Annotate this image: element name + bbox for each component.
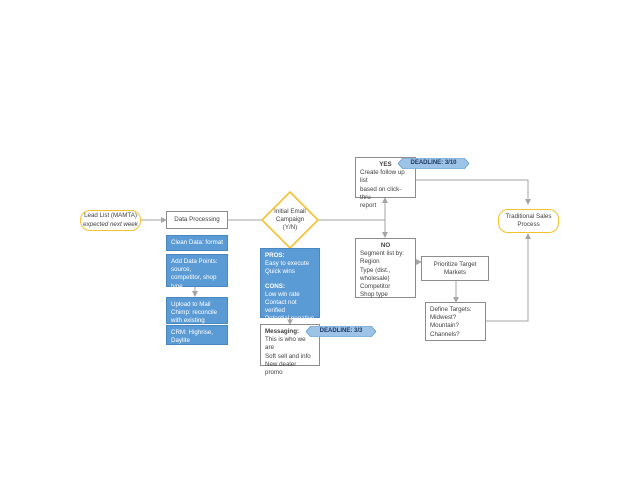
- messaging-line: Soft sell and info: [265, 352, 311, 360]
- decision-line-1: Initial Email: [274, 208, 306, 215]
- arrow-define-to-traditional: [486, 233, 531, 322]
- yes-line: Create follow up list: [360, 169, 405, 185]
- pros-cons-box: PROS: Easy to execute Quick wins CONS: L…: [260, 248, 320, 331]
- pros-item: Quick wins: [265, 268, 295, 276]
- step-crm-text: CRM: Highrise, Daylite: [171, 329, 213, 345]
- yes-line: report: [360, 202, 377, 210]
- step-clean-data: Clean Data: format: [166, 235, 228, 251]
- step-clean-data-text: Clean Data: format: [171, 239, 223, 246]
- lead-list-title: Lead List (MAMTA): [84, 212, 137, 220]
- no-line: Shop type: [360, 291, 388, 299]
- decision-line-2: Campaign: [275, 216, 305, 224]
- messaging-line: This is who we are: [265, 336, 306, 352]
- messaging-line: New dealer promo: [265, 360, 297, 377]
- deadline-yes-banner: DEADLINE: 3/10: [398, 158, 469, 169]
- define-targets-line: Mountain?: [430, 322, 459, 330]
- step-add-data-points-text: Add Data Points: source, competitor, sho…: [171, 258, 218, 290]
- data-processing-label: Data Processing: [174, 216, 220, 223]
- lead-list-node: Lead List (MAMTA) expected next week: [80, 210, 141, 231]
- no-line: Region: [360, 258, 380, 266]
- no-line: wholesale): [360, 274, 390, 282]
- messaging-title: Messaging:: [265, 328, 300, 335]
- no-line: Segment list by:: [360, 250, 405, 258]
- cons-item: Low win rate: [265, 290, 300, 298]
- lead-list-subtitle: expected next week: [83, 220, 138, 228]
- yes-box: YES Create follow up list based on click…: [355, 157, 416, 209]
- prioritize-line-2: Markets: [443, 269, 466, 277]
- step-crm: CRM: Highrise, Daylite: [166, 325, 228, 345]
- banner-shape: [398, 158, 469, 169]
- cons-title: CONS:: [265, 282, 285, 290]
- arrow-yes-to-traditional: [416, 179, 531, 205]
- define-targets-line: Channels?: [430, 330, 460, 338]
- banner-shape: [306, 326, 376, 337]
- no-line: Competitor: [360, 283, 391, 291]
- prioritize-line-1: Prioritize Target: [433, 261, 477, 268]
- cons-item: Contact not verified: [265, 299, 297, 315]
- messaging-box: Messaging: This is who we are Soft sell …: [260, 324, 320, 376]
- decision-line-3: (Y/N): [282, 224, 298, 232]
- data-processing-box: Data Processing: [166, 211, 228, 229]
- decision-label: Initial Email Campaign (Y/N): [268, 208, 312, 233]
- deadline-messaging-text: DEADLINE: 3/3: [319, 328, 363, 334]
- pros-item: Easy to execute: [265, 260, 310, 268]
- define-targets-box: Define Targets: Midwest? Mountain? Chann…: [425, 302, 486, 341]
- pros-title: PROS:: [265, 252, 285, 259]
- yes-title: YES: [379, 161, 392, 168]
- define-targets-line: Define Targets:: [430, 306, 472, 313]
- traditional-sales-node: Traditional Sales Process: [498, 209, 559, 233]
- no-line: Type (dist.,: [360, 266, 391, 274]
- step-upload-mailchimp-text: Upload to Mail Chimp: reconcile with exi…: [171, 301, 218, 325]
- no-title: NO: [380, 242, 391, 249]
- yes-line: based on click-thru: [360, 185, 402, 201]
- traditional-sales-line-2: Process: [517, 221, 540, 228]
- define-targets-line: Midwest?: [430, 314, 457, 322]
- deadline-messaging-banner: DEADLINE: 3/3: [306, 326, 376, 337]
- no-box: NO Segment list by: Region Type (dist., …: [355, 238, 416, 298]
- prioritize-box: Prioritize Target Markets: [421, 256, 489, 281]
- step-add-data-points: Add Data Points: source, competitor, sho…: [166, 254, 228, 290]
- traditional-sales-line-1: Traditional Sales: [505, 212, 552, 220]
- deadline-yes-text: DEADLINE: 3/10: [410, 160, 457, 166]
- step-upload-mailchimp: Upload to Mail Chimp: reconcile with exi…: [166, 297, 228, 324]
